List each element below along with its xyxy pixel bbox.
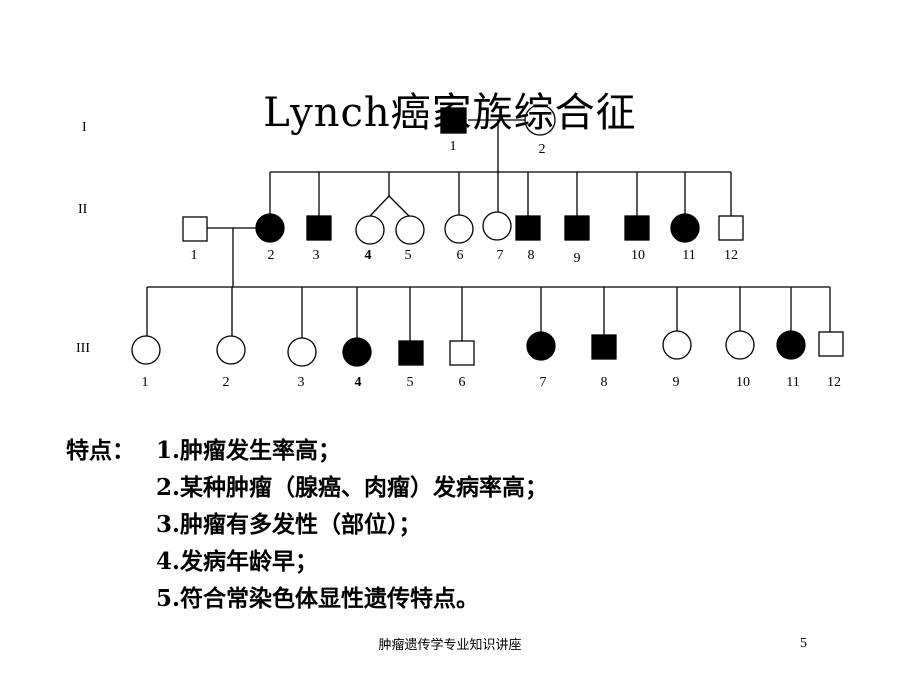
page-number: 5 [800,636,807,651]
num-II8: 8 [528,248,535,263]
female-II6 [444,214,474,244]
female-III1 [131,335,161,365]
slide-footer: 肿瘤遗传学专业知识讲座 [378,638,522,653]
affected-male-III5 [398,340,424,366]
affected-male-II10 [624,215,650,241]
affected-female-II11 [670,213,700,243]
num-II1: 1 [191,248,198,263]
feature-item-5: 5.符合常染色体显性遗传特点。 [156,585,480,612]
num-I2: 2 [539,142,546,157]
male-II12 [718,215,744,241]
gen-label-II: II [78,202,88,217]
female-II4 [355,215,385,245]
gen-label-I: I [82,120,87,135]
affected-female-III4 [342,337,372,367]
female-I2 [524,104,556,136]
twin-branch-left [369,195,390,217]
affected-female-III7 [526,331,556,361]
num-III12: 12 [827,375,841,390]
num-II3: 3 [313,248,320,263]
num-II10: 10 [631,248,645,263]
num-II2: 2 [268,248,275,263]
affected-male-I1 [440,107,467,134]
affected-male-II8 [515,215,541,241]
female-II5 [395,215,425,245]
affected-male-II9 [564,215,590,241]
feature-label: 特点： [66,437,135,464]
num-III6: 6 [459,375,466,390]
pedigree-chart: I II III 1 2 1 2 3 4 5 6 7 8 9 10 11 12 … [76,104,844,390]
num-II7: 7 [497,248,504,263]
gen-label-III: III [76,341,90,356]
feature-item-3: 3.肿瘤有多发性（部位）； [156,511,422,538]
num-III4: 4 [355,375,362,390]
num-III11: 11 [786,375,799,390]
slide-title: Lynch癌家族综合征 [263,90,637,136]
num-II11: 11 [682,248,695,263]
feature-item-1: 1.肿瘤发生率高； [156,437,342,464]
female-II7 [482,211,512,241]
affected-female-III11 [776,330,806,360]
female-III9 [662,330,692,360]
twin-branch-right [388,195,410,217]
affected-male-III8 [591,334,617,360]
feature-item-2: 2.某种肿瘤（腺癌、肉瘤）发病率高； [156,474,549,501]
num-III3: 3 [298,375,305,390]
num-III1: 1 [142,375,149,390]
num-III10: 10 [736,375,750,390]
num-II5: 5 [405,248,412,263]
num-III7: 7 [540,375,547,390]
num-III2: 2 [223,375,230,390]
female-III10 [725,330,755,360]
num-I1: 1 [450,139,457,154]
num-II6: 6 [457,248,464,263]
male-III12 [818,331,844,357]
num-III8: 8 [601,375,608,390]
pedigree-lines [146,119,831,341]
female-III3 [287,337,317,367]
male-II1 [182,216,208,242]
num-III5: 5 [407,375,414,390]
affected-female-II2 [255,213,285,243]
num-II9: 9 [574,251,581,266]
num-III9: 9 [673,375,680,390]
feature-item-4: 4.发病年龄早； [156,548,319,575]
affected-male-II3 [306,215,332,241]
female-III2 [216,335,246,365]
num-II4: 4 [365,248,372,263]
male-III6 [449,340,475,366]
num-II12: 12 [724,248,738,263]
